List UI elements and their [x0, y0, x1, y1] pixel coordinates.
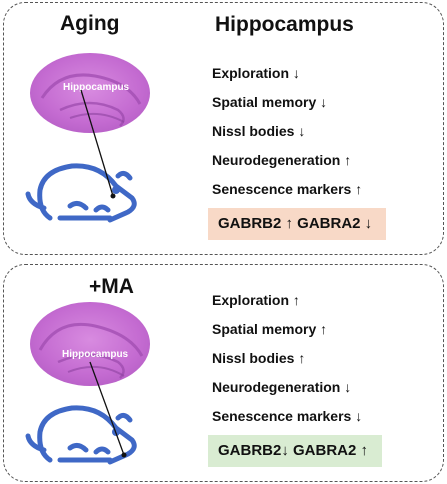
effect-neurodegeneration: Neurodegeneration ↓: [212, 379, 352, 395]
ma-treatment-panel: [3, 264, 444, 482]
hippocampus-region-title: Hippocampus: [215, 13, 354, 36]
effect-exploration: Exploration ↑: [212, 292, 300, 308]
mouse-icon: [25, 163, 137, 223]
effect-spatial-memory: Spatial memory ↓: [212, 94, 328, 110]
aging-effects-list: Exploration ↓ Spatial memory ↓ Nissl bod…: [212, 66, 362, 211]
hippocampus-section-image: Hippocampus: [30, 53, 150, 133]
connector-line: [80, 89, 114, 197]
aging-title: Aging: [60, 12, 120, 35]
ma-effects-list: Exploration ↑ Spatial memory ↑ Nissl bod…: [212, 293, 362, 438]
connector-dot: [121, 452, 127, 458]
aging-gene-expression-box: GABRB2 ↑ GABRA2 ↓: [208, 208, 386, 240]
connector-dot: [110, 193, 116, 199]
hippocampus-section-image: Hippocampus: [30, 302, 150, 386]
mouse-icon: [25, 405, 137, 465]
effect-nissl-bodies: Nissl bodies ↑: [212, 350, 306, 366]
ma-title: +MA: [89, 275, 134, 298]
effect-senescence-markers: Senescence markers ↓: [212, 408, 363, 424]
effect-senescence-markers: Senescence markers ↑: [212, 181, 363, 197]
connector-line: [89, 361, 125, 456]
hippocampus-image-label: Hippocampus: [62, 349, 129, 360]
effect-neurodegeneration: Neurodegeneration ↑: [212, 152, 352, 168]
effect-spatial-memory: Spatial memory ↑: [212, 321, 328, 337]
aging-panel: [3, 2, 444, 255]
effect-nissl-bodies: Nissl bodies ↓: [212, 123, 306, 139]
effect-exploration: Exploration ↓: [212, 65, 300, 81]
ma-gene-expression-box: GABRB2↓ GABRA2 ↑: [208, 435, 382, 467]
hippocampus-image-label: Hippocampus: [63, 82, 130, 93]
